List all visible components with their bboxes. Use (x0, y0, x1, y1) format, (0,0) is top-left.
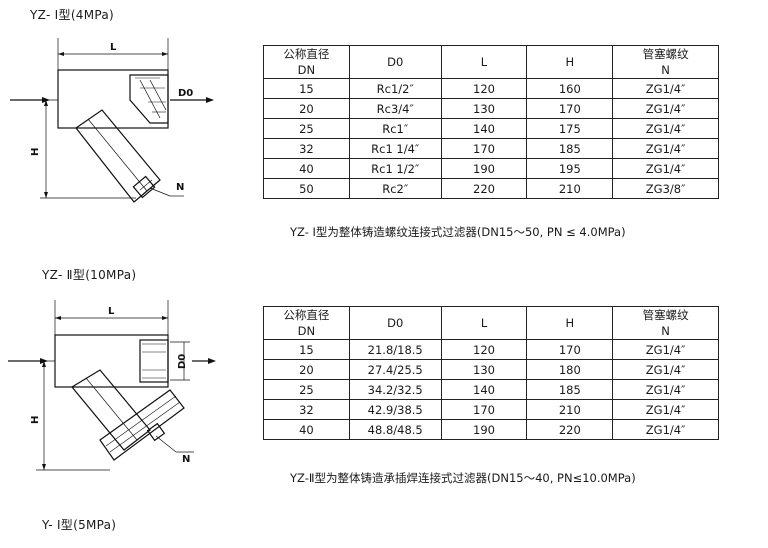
table-cell: ZG1/4″ (612, 359, 719, 380)
table-cell: Rc3/4″ (348, 98, 442, 119)
section2-heading: YZ- Ⅱ型(10MPa) (42, 268, 137, 282)
table-cell: 120 (440, 339, 528, 360)
table-cell: 40 (263, 158, 350, 179)
table-cell: 160 (526, 78, 614, 99)
table-cell: 48.8/48.5 (348, 419, 442, 440)
table-cell: Rc1/2″ (348, 78, 442, 99)
height-dim-label: H (30, 148, 41, 156)
table-cell: 185 (526, 138, 614, 159)
table-cell: 34.2/32.5 (348, 379, 442, 400)
table-cell: ZG1/4″ (612, 138, 719, 159)
header-d0: D0 (348, 306, 442, 340)
plug-label: N (182, 454, 190, 465)
table-cell: 210 (526, 178, 614, 199)
table-cell: ZG1/4″ (612, 158, 719, 179)
table-cell: Rc1″ (348, 118, 442, 139)
height-dim-label: H (30, 416, 41, 424)
table-cell: ZG1/4″ (612, 399, 719, 420)
table-cell: Rc1 1/4″ (348, 138, 442, 159)
table-cell: 50 (263, 178, 350, 199)
header-d0: D0 (348, 45, 442, 79)
length-dim-label: L (108, 306, 115, 317)
table-cell: ZG1/4″ (612, 118, 719, 139)
table-cell: 170 (526, 98, 614, 119)
table-cell: 140 (440, 118, 528, 139)
section2-filter-drawing: L D0 N H (8, 300, 216, 471)
table-cell: 120 (440, 78, 528, 99)
table-cell: 140 (440, 379, 528, 400)
section2-caption: YZ-Ⅱ型为整体铸造承插焊连接式过滤器(DN15～40, PN≤10.0MPa) (290, 471, 636, 485)
table-cell: 130 (440, 98, 528, 119)
table-cell: ZG1/4″ (612, 78, 719, 99)
table-cell: 170 (440, 399, 528, 420)
table-cell: ZG1/4″ (612, 379, 719, 400)
section1-filter-drawing: L D0 N H (10, 38, 214, 203)
table-cell: ZG1/4″ (612, 98, 719, 119)
table-cell: 220 (440, 178, 528, 199)
table-cell: 185 (526, 379, 614, 400)
header-l: L (440, 45, 528, 79)
table-cell: 25 (263, 379, 350, 400)
table-cell: 210 (526, 399, 614, 420)
table-cell: 180 (526, 359, 614, 380)
section1-caption: YZ- Ⅰ型为整体铸造螺纹连接式过滤器(DN15～50, PN ≤ 4.0MPa… (290, 225, 626, 239)
length-dim-label: L (110, 42, 117, 53)
table-cell: ZG1/4″ (612, 419, 719, 440)
table-cell: 15 (263, 339, 350, 360)
table-cell: 32 (263, 138, 350, 159)
table-cell: 170 (526, 339, 614, 360)
d0-dim-label: D0 (177, 354, 188, 369)
table-cell: 15 (263, 78, 350, 99)
header-h: H (526, 45, 614, 79)
table-cell: 195 (526, 158, 614, 179)
section3-heading: Y- Ⅰ型(5MPa) (42, 518, 117, 532)
table-cell: 130 (440, 359, 528, 380)
table-cell: 21.8/18.5 (348, 339, 442, 360)
plug-label: N (176, 182, 184, 193)
section1-heading: YZ- Ⅰ型(4MPa) (30, 8, 115, 22)
table-cell: 175 (526, 118, 614, 139)
d0-dim-label: D0 (178, 88, 193, 99)
table-cell: 40 (263, 419, 350, 440)
table-cell: 20 (263, 359, 350, 380)
table-cell: 190 (440, 419, 528, 440)
table-cell: ZG1/4″ (612, 339, 719, 360)
table-cell: 27.4/25.5 (348, 359, 442, 380)
header-l: L (440, 306, 528, 340)
table-cell: ZG3/8″ (612, 178, 719, 199)
table-cell: 32 (263, 399, 350, 420)
table-cell: 170 (440, 138, 528, 159)
table-cell: 20 (263, 98, 350, 119)
table-cell: 42.9/38.5 (348, 399, 442, 420)
table-cell: Rc1 1/2″ (348, 158, 442, 179)
table-cell: Rc2″ (348, 178, 442, 199)
header-h: H (526, 306, 614, 340)
table-cell: 220 (526, 419, 614, 440)
table-cell: 190 (440, 158, 528, 179)
table-cell: 25 (263, 118, 350, 139)
